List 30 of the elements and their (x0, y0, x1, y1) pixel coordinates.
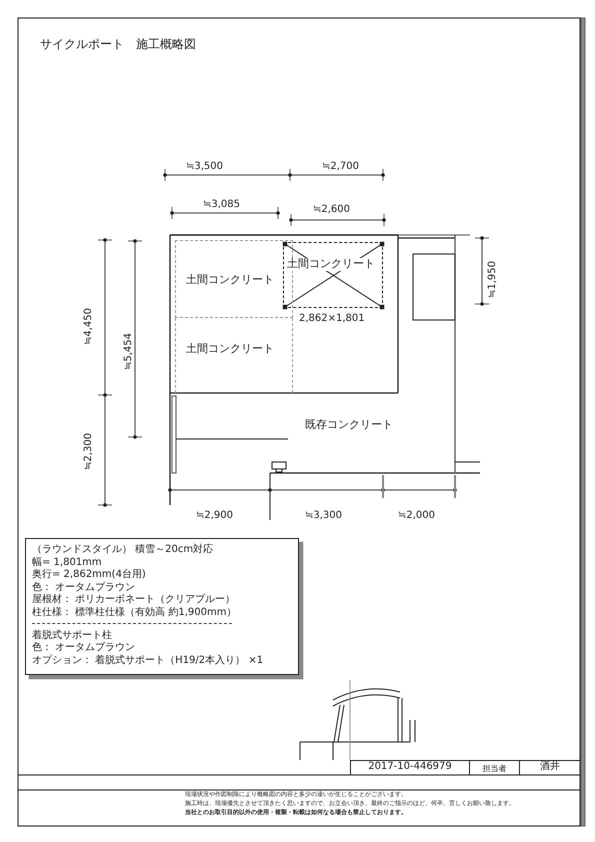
dimension-label: ≒2,000 (398, 510, 436, 522)
dimension-label: ≒2,600 (313, 204, 350, 216)
staff-heading-cell: 担当者 (470, 760, 520, 775)
dimension-label: ≒3,085 (203, 199, 240, 210)
dimension-label: ≒3,500 (186, 161, 224, 172)
drawing-title: サイクルポート 施工概略図 (40, 38, 196, 52)
spec-line: 色： オータムブラウン (32, 642, 136, 654)
product-heading: 着脱式サポート柱 (32, 630, 112, 642)
dimension-label: ≒2,900 (196, 510, 234, 522)
dimension-label: ≒5,454 (123, 332, 134, 370)
dimension-label: ≒4,450 (83, 308, 94, 345)
area-label: 土間コンクリート (186, 274, 274, 287)
spec-line: 柱仕様： 標準柱仕様（有効高 約1,900mm） (32, 607, 236, 618)
area-label: 土間コンクリート (186, 343, 274, 356)
spec-line: 屋根材： ポリカーボネート（クリアブルー） (32, 594, 236, 606)
staff-name-cell: 酒井 (520, 760, 580, 775)
area-label: 既存コンクリート (305, 419, 393, 432)
concrete-area (175, 318, 293, 393)
spec-line: オプション： 着脱式サポート（H19/2本入り） ×1 (32, 654, 264, 666)
size-label: 2,862×1,801 (299, 313, 365, 324)
drawing-number-cell: 2017-10-446979 (350, 760, 470, 775)
dimension-label: ≒3,300 (305, 510, 342, 522)
spec-line: 奥行= 2,862mm(4台用) (32, 569, 146, 581)
dimension-label: ≒2,300 (83, 432, 94, 470)
area-label: 土間コンクリート (287, 258, 375, 271)
dimension-label: ≒2,700 (322, 161, 360, 172)
spec-line: 色： オータムブラウン (32, 582, 136, 594)
dimension-label: ≒1,950 (487, 260, 498, 298)
spec-line: 幅= 1,801mm (32, 556, 102, 568)
product-heading: （ラウンドスタイル） 積雪～20cm対応 (32, 544, 214, 556)
